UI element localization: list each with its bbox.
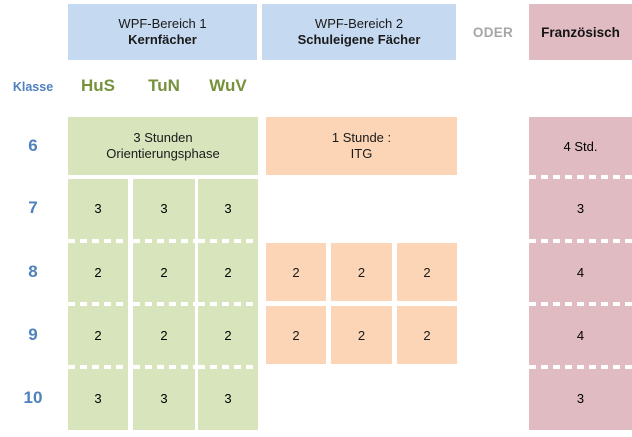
french-column <box>529 117 632 430</box>
grade-label-6: 6 <box>28 136 38 155</box>
core-cell-8-tun: 2 <box>160 264 168 280</box>
school-cell-9-b: 2 <box>331 306 392 364</box>
french-separator-7-8 <box>529 239 632 243</box>
core-separator-7-8 <box>133 239 195 243</box>
school-cell-8-c: 2 <box>397 243 457 301</box>
subject-label-hus: HuS <box>81 76 115 95</box>
core-separator-7-8 <box>68 239 128 243</box>
french-cell-10: 3 <box>576 390 585 406</box>
subject-label-tun: TuN <box>148 76 180 95</box>
core-cell-9-tun: 2 <box>160 327 168 343</box>
core-cell-7-tun: 3 <box>160 200 168 216</box>
core-separator-8-9 <box>68 302 128 306</box>
school-cell-9-a: 2 <box>266 306 326 364</box>
core-cell-10-tun: 3 <box>160 390 168 406</box>
core-cell-7-wuv: 3 <box>224 200 232 216</box>
core-cell-8-hus: 2 <box>94 264 102 280</box>
french-separator-8-9 <box>529 302 632 306</box>
core-separator-7-8 <box>198 239 258 243</box>
subject-label-wuv: WuV <box>209 76 247 95</box>
core-merged-line2: Orientierungsphase <box>106 146 220 161</box>
french-cell-8: 4 <box>576 264 585 280</box>
school-cell-9-c: 2 <box>397 306 457 364</box>
header-wpf-bereich-2: WPF-Bereich 2 Schuleigene Fächer <box>262 4 456 60</box>
header-or-label: ODER <box>472 24 514 40</box>
core-separator-9-10 <box>133 365 195 369</box>
school-merged-line1: 1 Stunde : <box>331 130 392 145</box>
header-area2-line1: WPF-Bereich 2 <box>314 16 404 31</box>
core-separator-9-10 <box>198 365 258 369</box>
header-area1-line2: Kernfächer <box>128 32 197 47</box>
core-cell-8-wuv: 2 <box>224 264 232 280</box>
core-cell-7-hus: 3 <box>94 200 102 216</box>
french-cell-6: 4 Std. <box>563 138 598 154</box>
core-merged-orientierungsphase: 3 Stunden Orientierungsphase <box>68 117 258 175</box>
core-merged-line1: 3 Stunden <box>133 130 193 145</box>
french-cell-7: 3 <box>576 200 585 216</box>
header-area2-line2: Schuleigene Fächer <box>297 32 421 47</box>
core-separator-8-9 <box>198 302 258 306</box>
core-cell-9-hus: 2 <box>94 327 102 343</box>
core-cell-9-wuv: 2 <box>224 327 232 343</box>
klasse-column-label: Klasse <box>12 80 54 94</box>
header-wpf-bereich-1: WPF-Bereich 1 Kernfächer <box>68 4 257 60</box>
header-franzoesisch: Französisch <box>529 4 632 60</box>
school-cell-8-b: 2 <box>331 243 392 301</box>
core-separator-9-10 <box>68 365 128 369</box>
school-cell-8-a: 2 <box>266 243 326 301</box>
school-merged-line2: ITG <box>350 146 373 161</box>
grade-label-7: 7 <box>28 198 38 217</box>
core-cell-10-hus: 3 <box>94 390 102 406</box>
grade-label-8: 8 <box>28 262 38 281</box>
grade-label-9: 9 <box>28 325 38 344</box>
grade-label-10: 10 <box>23 388 43 407</box>
school-merged-itg: 1 Stunde : ITG <box>266 117 457 175</box>
core-cell-10-wuv: 3 <box>224 390 232 406</box>
header-area1-line1: WPF-Bereich 1 <box>118 16 207 31</box>
french-separator-6-7 <box>529 175 632 179</box>
core-separator-8-9 <box>133 302 195 306</box>
french-separator-9-10 <box>529 365 632 369</box>
french-cell-9: 4 <box>576 327 585 343</box>
